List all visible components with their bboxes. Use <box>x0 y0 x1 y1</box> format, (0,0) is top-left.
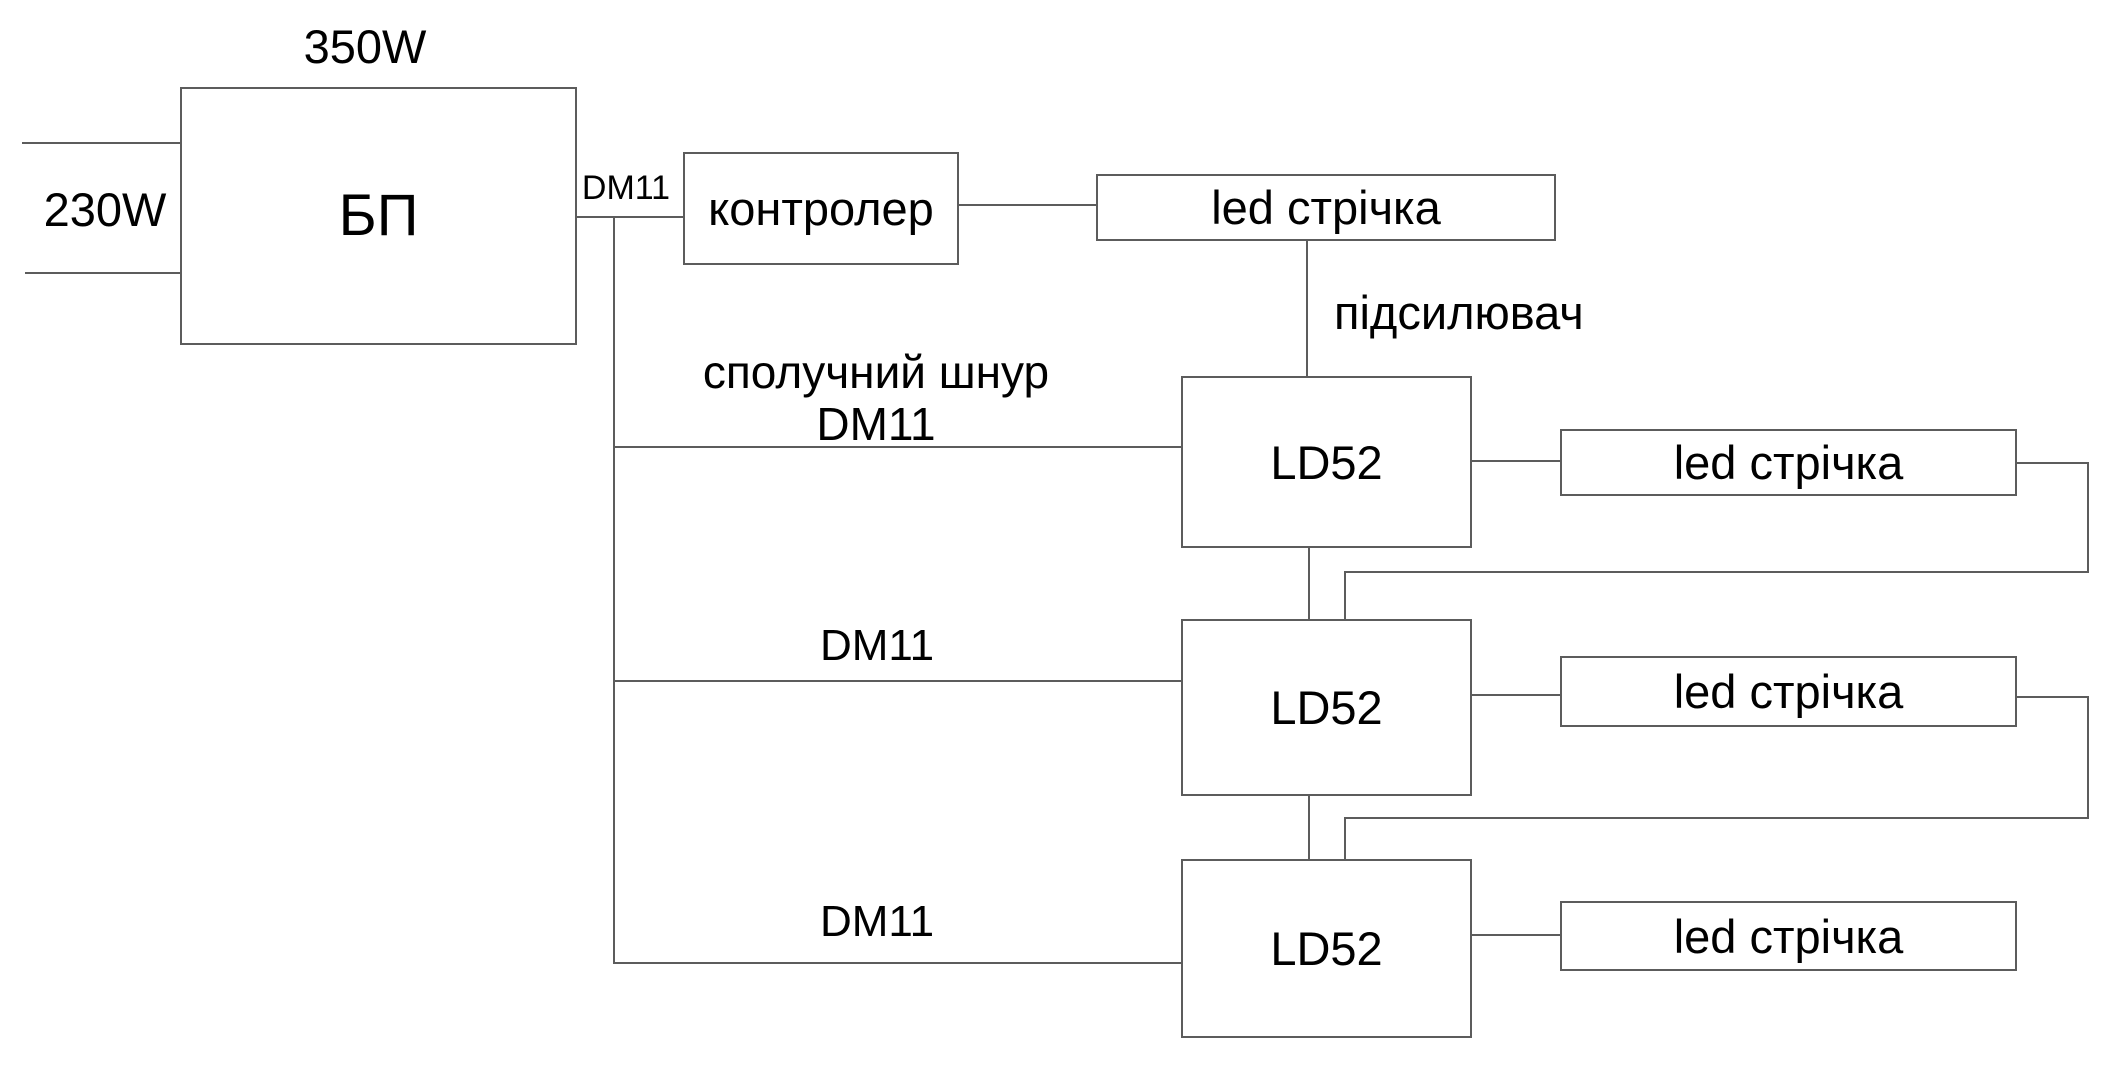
wrap2-segment-down <box>2087 696 2089 819</box>
amp1-to-strip1-connector <box>1472 460 1562 462</box>
led-strip-box-1: led стрічка <box>1560 429 2017 496</box>
controller-box-label: контролер <box>708 182 934 235</box>
connecting-cord-label-line1: сполучний шнур <box>702 346 1050 398</box>
amp2-to-amp3-connector <box>1308 796 1310 859</box>
mains-input-line-top <box>22 142 180 144</box>
branch2-connector-label: DM11 <box>819 621 935 670</box>
wrap2-segment-into-amp3 <box>1344 817 1346 859</box>
wrap1-segment-into-amp2 <box>1344 571 1346 619</box>
mains-power-label: 230W <box>43 183 167 236</box>
amplifier-box-3: LD52 <box>1181 859 1472 1038</box>
wrap1-segment-right <box>2015 462 2089 464</box>
led-strip-box-0: led стрічка <box>1096 174 1556 241</box>
controller-box: контролер <box>683 152 959 265</box>
psu-to-controller-connector <box>577 216 683 218</box>
psu-box-label: БП <box>338 183 419 248</box>
controller-to-strip-connector <box>957 204 1098 206</box>
amplifier-label-3: LD52 <box>1270 922 1383 975</box>
amplifier-box-2: LD52 <box>1181 619 1472 796</box>
led-strip-label-0: led стрічка <box>1211 181 1441 234</box>
led-strip-box-2: led стрічка <box>1560 656 2017 727</box>
amplifier-label-2: LD52 <box>1270 681 1383 734</box>
led-strip-box-3: led стрічка <box>1560 901 2017 971</box>
wrap1-segment-return <box>1344 571 2089 573</box>
wrap2-segment-right <box>2015 696 2089 698</box>
amp3-to-strip3-connector <box>1472 934 1562 936</box>
branch2-line <box>613 680 1183 682</box>
strip0-to-amp1-connector <box>1306 239 1308 378</box>
psu-power-label: 350W <box>303 20 427 73</box>
connecting-cord-label-line2: DM11 <box>816 398 936 450</box>
branch3-line <box>613 962 1183 964</box>
branch1-line <box>613 446 1183 448</box>
amp1-to-amp2-connector <box>1308 548 1310 619</box>
led-strip-label-1: led стрічка <box>1673 436 1904 489</box>
dm11-trunk-line <box>613 216 615 964</box>
wrap2-segment-return <box>1344 817 2089 819</box>
psu-output-connector-label: DM11 <box>581 169 671 207</box>
amplifier-label-1: LD52 <box>1270 435 1383 489</box>
branch3-connector-label: DM11 <box>819 897 935 946</box>
led-strip-label-2: led стрічка <box>1673 665 1904 718</box>
psu-box: БП <box>180 87 577 345</box>
amp2-to-strip2-connector <box>1472 694 1562 696</box>
wrap1-segment-down <box>2087 462 2089 573</box>
amplifier-note-label: підсилювач <box>1334 286 1584 339</box>
led-strip-label-3: led стрічка <box>1673 909 1904 963</box>
connecting-cord-label: сполучний шнур DM11 <box>626 346 1126 450</box>
amplifier-box-1: LD52 <box>1181 376 1472 548</box>
mains-input-line-bottom <box>25 272 180 274</box>
